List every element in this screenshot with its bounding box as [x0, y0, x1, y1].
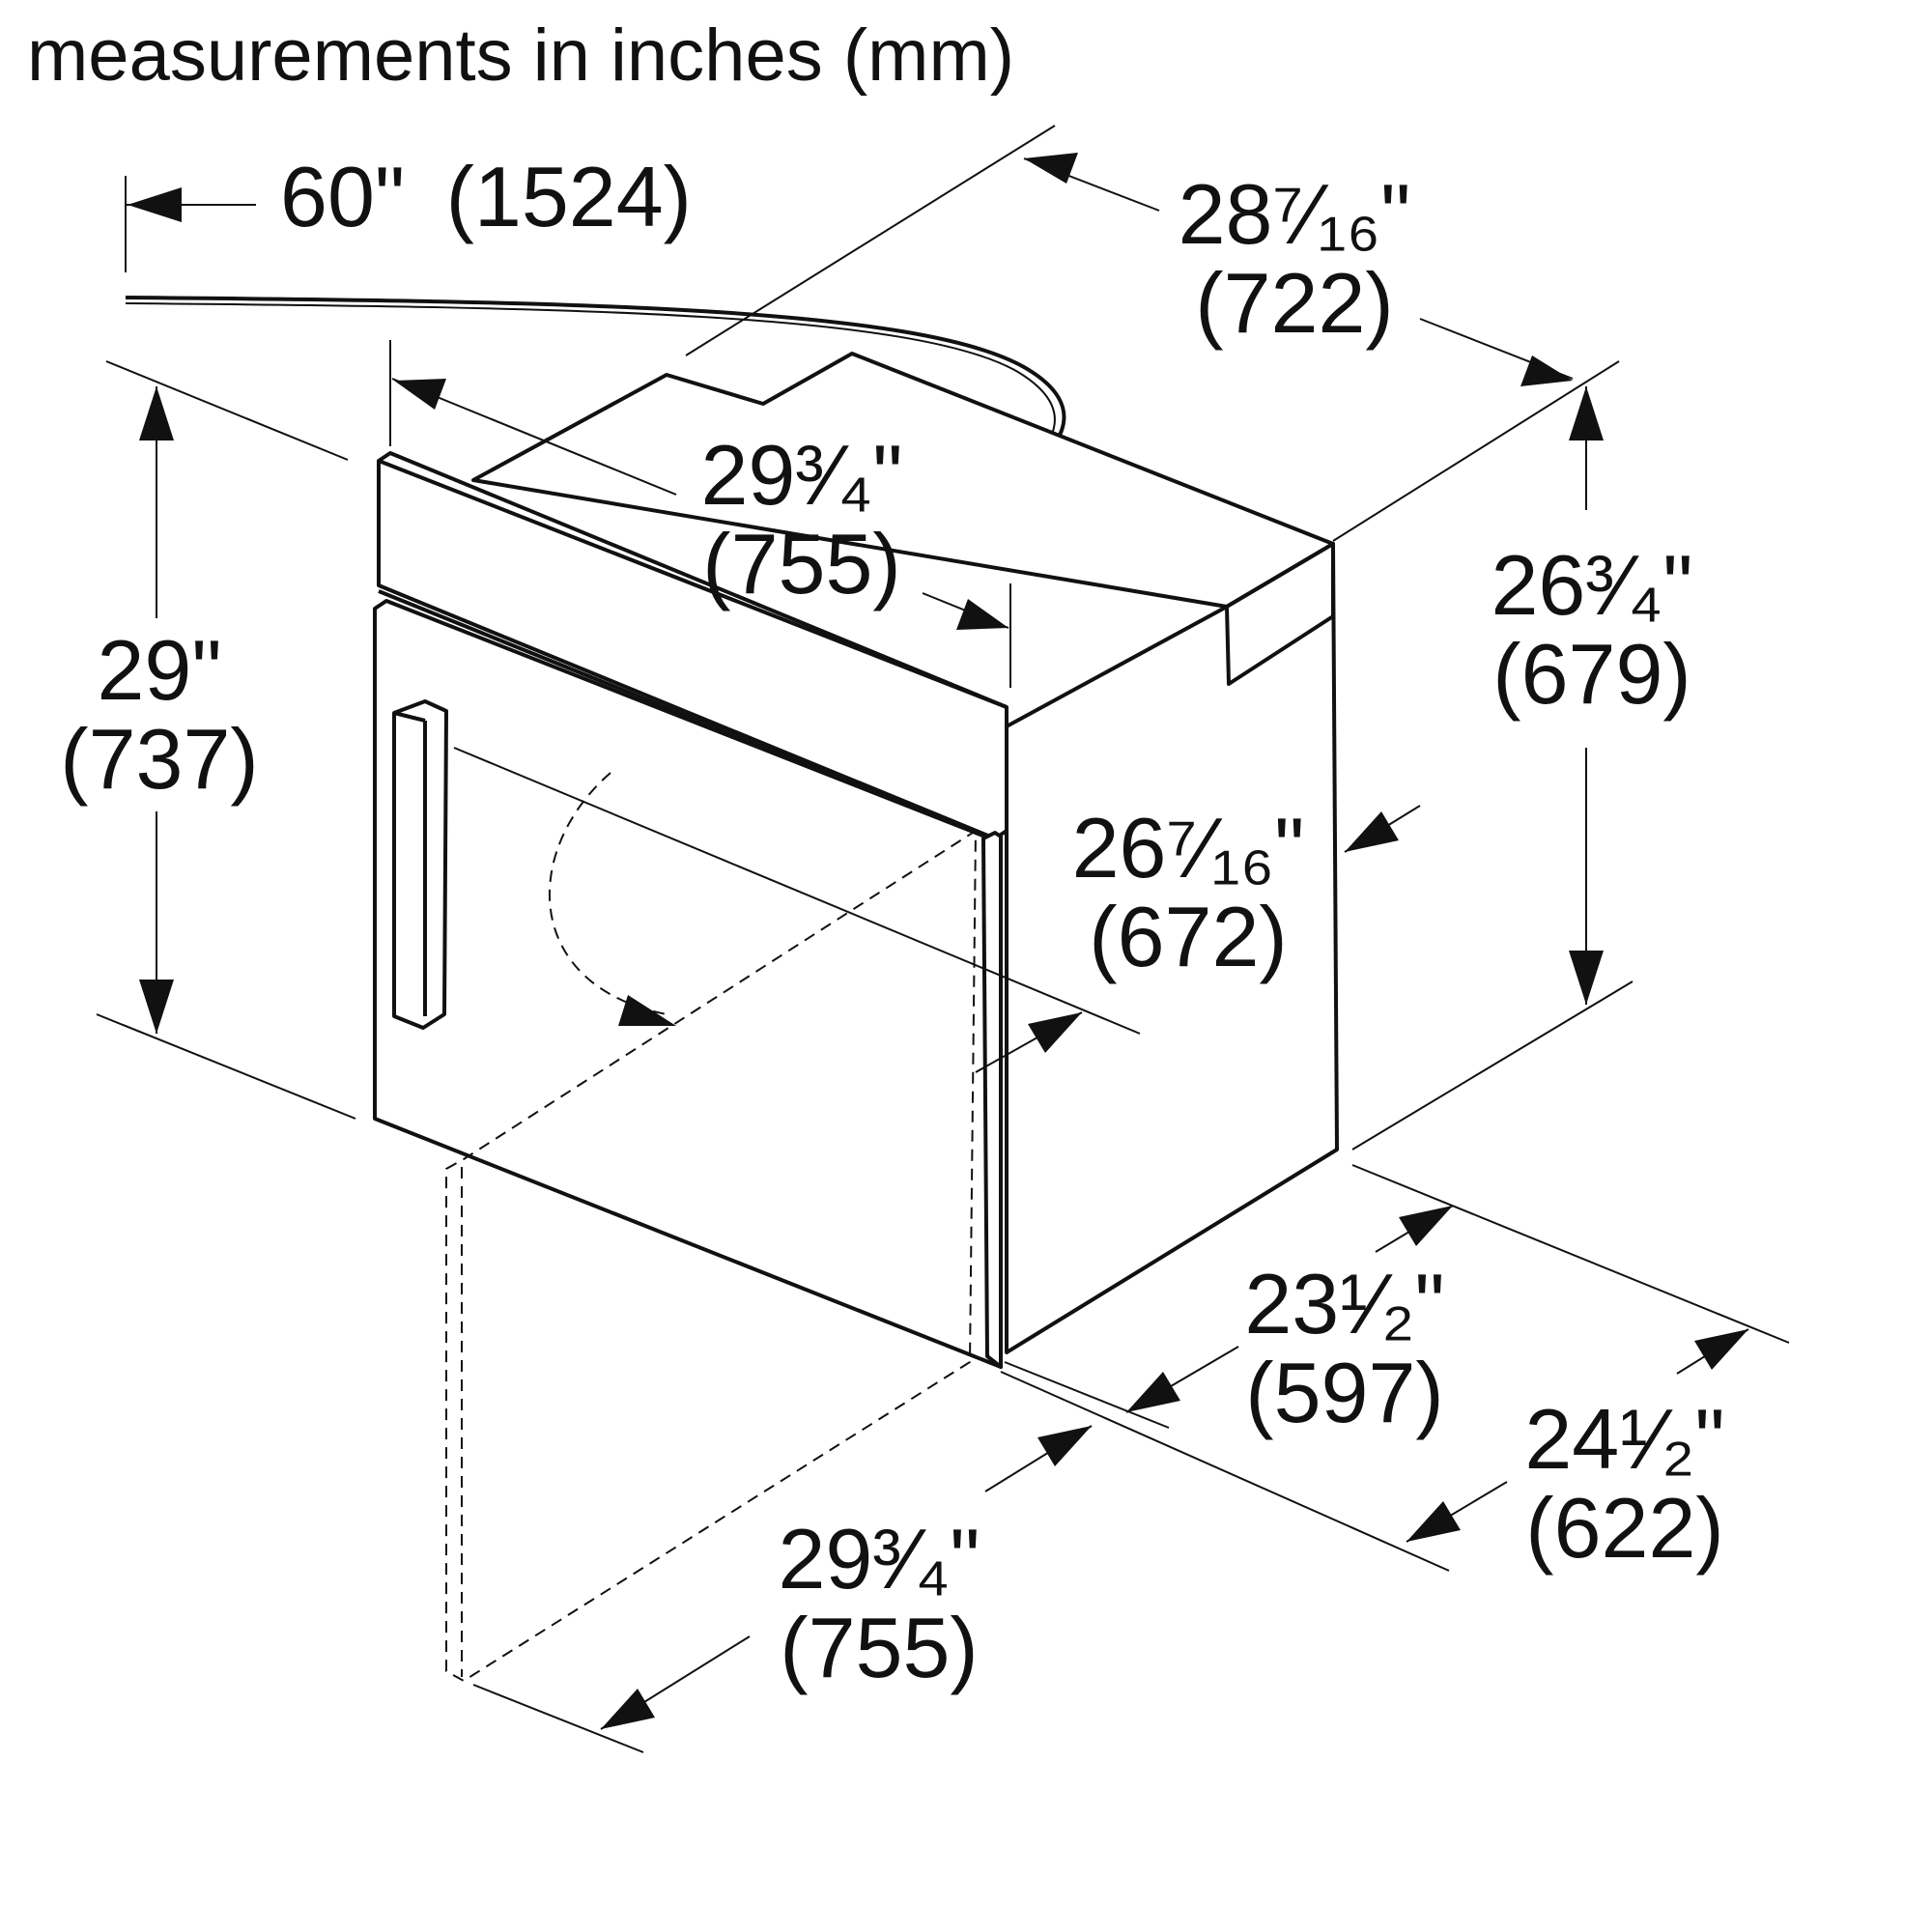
trim-width-mm: (755)	[702, 516, 901, 611]
top-depth-inches: 28⁷⁄₁₆"	[1178, 166, 1411, 262]
body-height-mm: (679)	[1492, 626, 1691, 722]
trim-side-piece	[1225, 542, 1335, 686]
body-depth-mm: (597)	[1245, 1345, 1444, 1440]
top-depth-ext-right	[1332, 360, 1620, 542]
diagram-title: measurements in inches (mm)	[27, 14, 1015, 97]
door-open-outline	[445, 829, 978, 1683]
overall-depth-ext-a	[1000, 1371, 1450, 1572]
cord-length-inches: 60"	[280, 149, 406, 244]
door-depth-ext	[453, 747, 1141, 1035]
handle-detail-top	[393, 711, 426, 723]
height-arrow-bottom	[139, 980, 174, 1034]
body-depth-inches: 23¹⁄₂"	[1244, 1256, 1445, 1351]
overall-depth-arrow-a	[1406, 1501, 1461, 1542]
body-height-ext-bottom	[1351, 980, 1634, 1151]
body-depth-arrow-a	[1126, 1372, 1180, 1412]
overall-depth-label: 24¹⁄₂" (622)	[1499, 1397, 1750, 1571]
body-depth-ext	[1004, 1361, 1170, 1429]
body-height-arrow-bottom	[1569, 951, 1604, 1005]
overall-depth-inches: 24¹⁄₂"	[1524, 1391, 1725, 1487]
body-height-inches: 26³⁄₄"	[1491, 537, 1693, 633]
overall-height-mm: (737)	[60, 711, 259, 807]
door-handle	[392, 699, 448, 1030]
cord-dim-arrow	[128, 187, 182, 222]
door-depth-arrow-a	[1028, 1012, 1082, 1053]
control-panel-top-edge	[378, 459, 1008, 709]
door-swing-width-mm: (755)	[780, 1600, 979, 1695]
overall-depth-ext-b	[1351, 1164, 1790, 1344]
door-swing-width-label: 29³⁄₄" (755)	[753, 1517, 1005, 1690]
swing-width-arrow-b	[1037, 1426, 1092, 1466]
trim-width-inches: 29³⁄₄"	[700, 427, 903, 523]
top-depth-arrow-b	[1520, 355, 1573, 386]
door-swing-width-inches: 29³⁄₄"	[778, 1511, 980, 1606]
body-depth-arrow-b	[1399, 1206, 1453, 1246]
body-height-label: 26³⁄₄" (679)	[1466, 543, 1718, 717]
door-swing-arc	[548, 772, 668, 1015]
trim-width-line-a	[391, 378, 677, 496]
top-depth-ext-left	[685, 125, 1056, 356]
swing-width-ext	[472, 1684, 644, 1753]
body-height-arrow-top	[1569, 386, 1604, 440]
top-depth-arrow-a	[1024, 153, 1078, 184]
door-edge-strip	[981, 831, 1003, 1369]
door-depth-arrow-b	[1345, 811, 1399, 852]
overall-depth-mm: (622)	[1525, 1480, 1724, 1576]
swing-width-arrow-a	[601, 1689, 655, 1729]
door-depth-mm: (672)	[1089, 889, 1288, 984]
door-depth-label: 26⁷⁄₁₆" (672)	[1063, 806, 1314, 980]
oven-right-side	[1005, 542, 1339, 1354]
door-top-edge	[378, 589, 996, 842]
trim-width-label: 29³⁄₄" (755)	[676, 433, 927, 607]
overall-depth-arrow-b	[1694, 1329, 1748, 1370]
height-ext-top	[105, 360, 349, 461]
height-ext-bottom	[96, 1013, 356, 1120]
top-depth-label: 28⁷⁄₁₆" (722)	[1169, 172, 1420, 346]
cord-length-label: 60" (1524)	[280, 155, 692, 240]
cord-length-mm: (1524)	[445, 149, 692, 244]
body-depth-label: 23¹⁄₂" (597)	[1219, 1262, 1470, 1435]
door-depth-inches: 26⁷⁄₁₆"	[1071, 800, 1305, 895]
control-panel	[377, 451, 1009, 840]
door-swing-arrow	[618, 995, 676, 1026]
overall-height-label: 29" (737)	[39, 628, 280, 802]
overall-height-inches: 29"	[97, 622, 222, 718]
trim-width-arrow-a	[394, 379, 446, 410]
top-depth-mm: (722)	[1195, 255, 1394, 351]
trim-width-arrow-b	[956, 599, 1009, 630]
height-arrow-top	[139, 386, 174, 440]
